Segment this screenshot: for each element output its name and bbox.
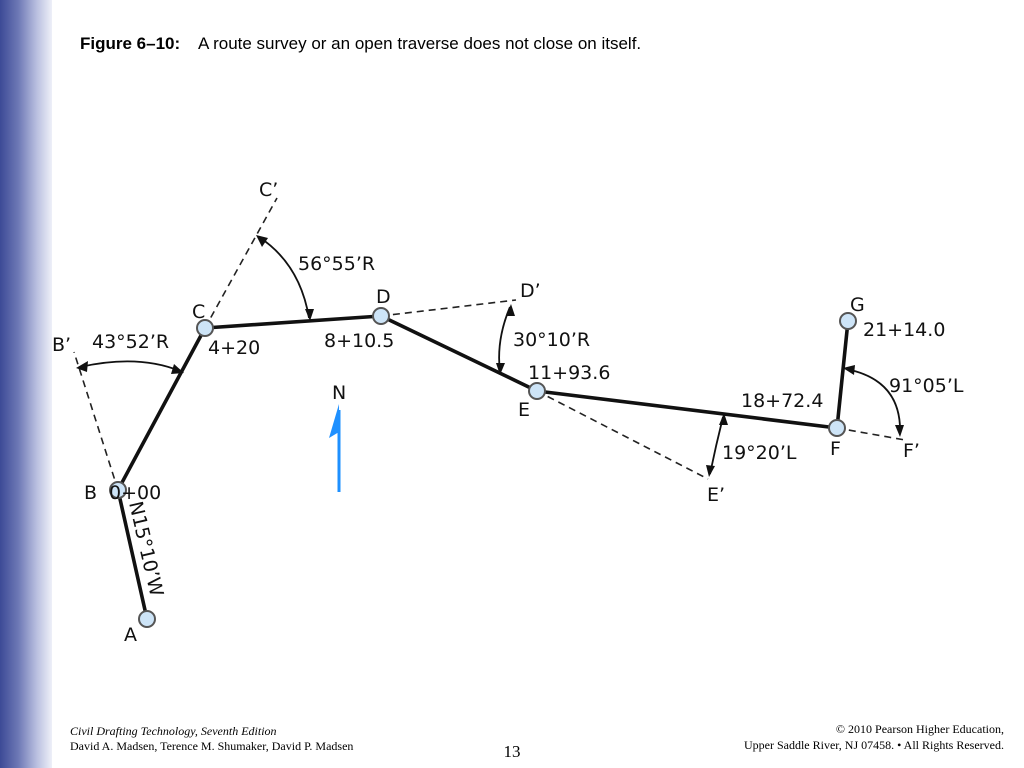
traverse-diagram: N A B C D E F G B’ C’ D’ E’ F’ 0+00 4+20… <box>52 179 964 646</box>
course-line-ab <box>116 488 149 621</box>
page-number: 13 <box>503 742 521 761</box>
point-label-d-prime: D’ <box>520 280 541 302</box>
point-label-c: C <box>192 301 205 323</box>
angle-arc-c <box>258 236 310 319</box>
station-marker-e <box>528 382 546 400</box>
station-label-d: 8+10.5 <box>324 330 394 352</box>
point-label-g: G <box>850 294 865 316</box>
angle-label-f: 91°05’L <box>889 375 964 397</box>
angle-label-e: 19°20’L <box>722 442 797 464</box>
arrowhead-d-start <box>506 304 515 316</box>
course-line-cd <box>203 314 383 330</box>
arrowhead-f-start <box>843 365 855 375</box>
station-marker-b <box>109 481 127 499</box>
angle-label-d: 30°10’R <box>513 329 590 351</box>
station-marker-c <box>196 319 214 337</box>
station-label-g: 21+14.0 <box>863 319 945 341</box>
station-label-c: 4+20 <box>208 337 260 359</box>
copyright-line: © 2010 Pearson Higher Education, <box>835 722 1004 736</box>
point-label-f-prime: F’ <box>903 440 920 462</box>
point-label-e-prime: E’ <box>707 484 725 506</box>
extension-line-d <box>380 299 517 317</box>
arrowhead-c-start <box>256 235 268 247</box>
arrowhead-e-start <box>719 413 728 425</box>
arrowhead-e-end <box>706 465 715 477</box>
footer-copyright: © 2010 Pearson Higher Education, Upper S… <box>744 721 1004 753</box>
extension-line-f <box>836 427 906 441</box>
course-line-ef <box>535 389 839 430</box>
figure-caption-text: A route survey or an open traverse does … <box>197 34 642 53</box>
arrowhead-b-end <box>171 364 184 374</box>
extension-line-b <box>73 351 119 491</box>
point-label-d: D <box>376 286 391 308</box>
point-label-e: E <box>518 399 530 421</box>
station-marker-a <box>138 610 156 628</box>
address-line: Upper Saddle River, NJ 07458. • All Righ… <box>743 738 1004 752</box>
station-marker-g <box>839 312 857 330</box>
north-label: N <box>332 382 346 404</box>
station-marker-d <box>372 307 390 325</box>
angle-arc-d <box>498 306 511 373</box>
station-label-f: 18+72.4 <box>741 390 823 412</box>
point-label-b: B <box>84 482 97 504</box>
figure-caption: Figure 6–10: A route survey or an open t… <box>80 34 641 54</box>
station-marker-f <box>828 419 846 437</box>
angle-label-c: 56°55’R <box>298 253 375 275</box>
arrowhead-c-end <box>305 309 314 321</box>
authors: David A. Madsen, Terence M. Shumaker, Da… <box>70 739 354 753</box>
point-label-b-prime: B’ <box>52 334 71 356</box>
extension-line-e <box>536 390 709 480</box>
station-label-e: 11+93.6 <box>528 362 610 384</box>
point-label-f: F <box>830 438 841 460</box>
extension-line-c <box>204 197 278 329</box>
north-arrow-icon <box>329 404 339 438</box>
figure-label: Figure 6–10: <box>80 34 181 53</box>
angle-arc-f <box>845 368 901 435</box>
course-line-de <box>379 314 539 393</box>
angle-label-b: 43°52’R <box>92 331 169 353</box>
footer-credits: Civil Drafting Technology, Seventh Editi… <box>70 724 353 754</box>
point-label-c-prime: C’ <box>259 179 278 201</box>
point-label-a: A <box>124 624 137 646</box>
arrowhead-f-end <box>895 425 904 437</box>
course-line-bc <box>116 326 207 492</box>
station-label-b: 0+00 <box>109 482 161 504</box>
arrowhead-b-start <box>76 361 88 372</box>
angle-arc-b <box>79 360 181 372</box>
book-title: Civil Drafting Technology, Seventh Editi… <box>70 724 277 738</box>
side-decoration-band <box>0 0 52 768</box>
course-line-fg <box>835 319 850 430</box>
arrowhead-d-end <box>496 363 505 375</box>
